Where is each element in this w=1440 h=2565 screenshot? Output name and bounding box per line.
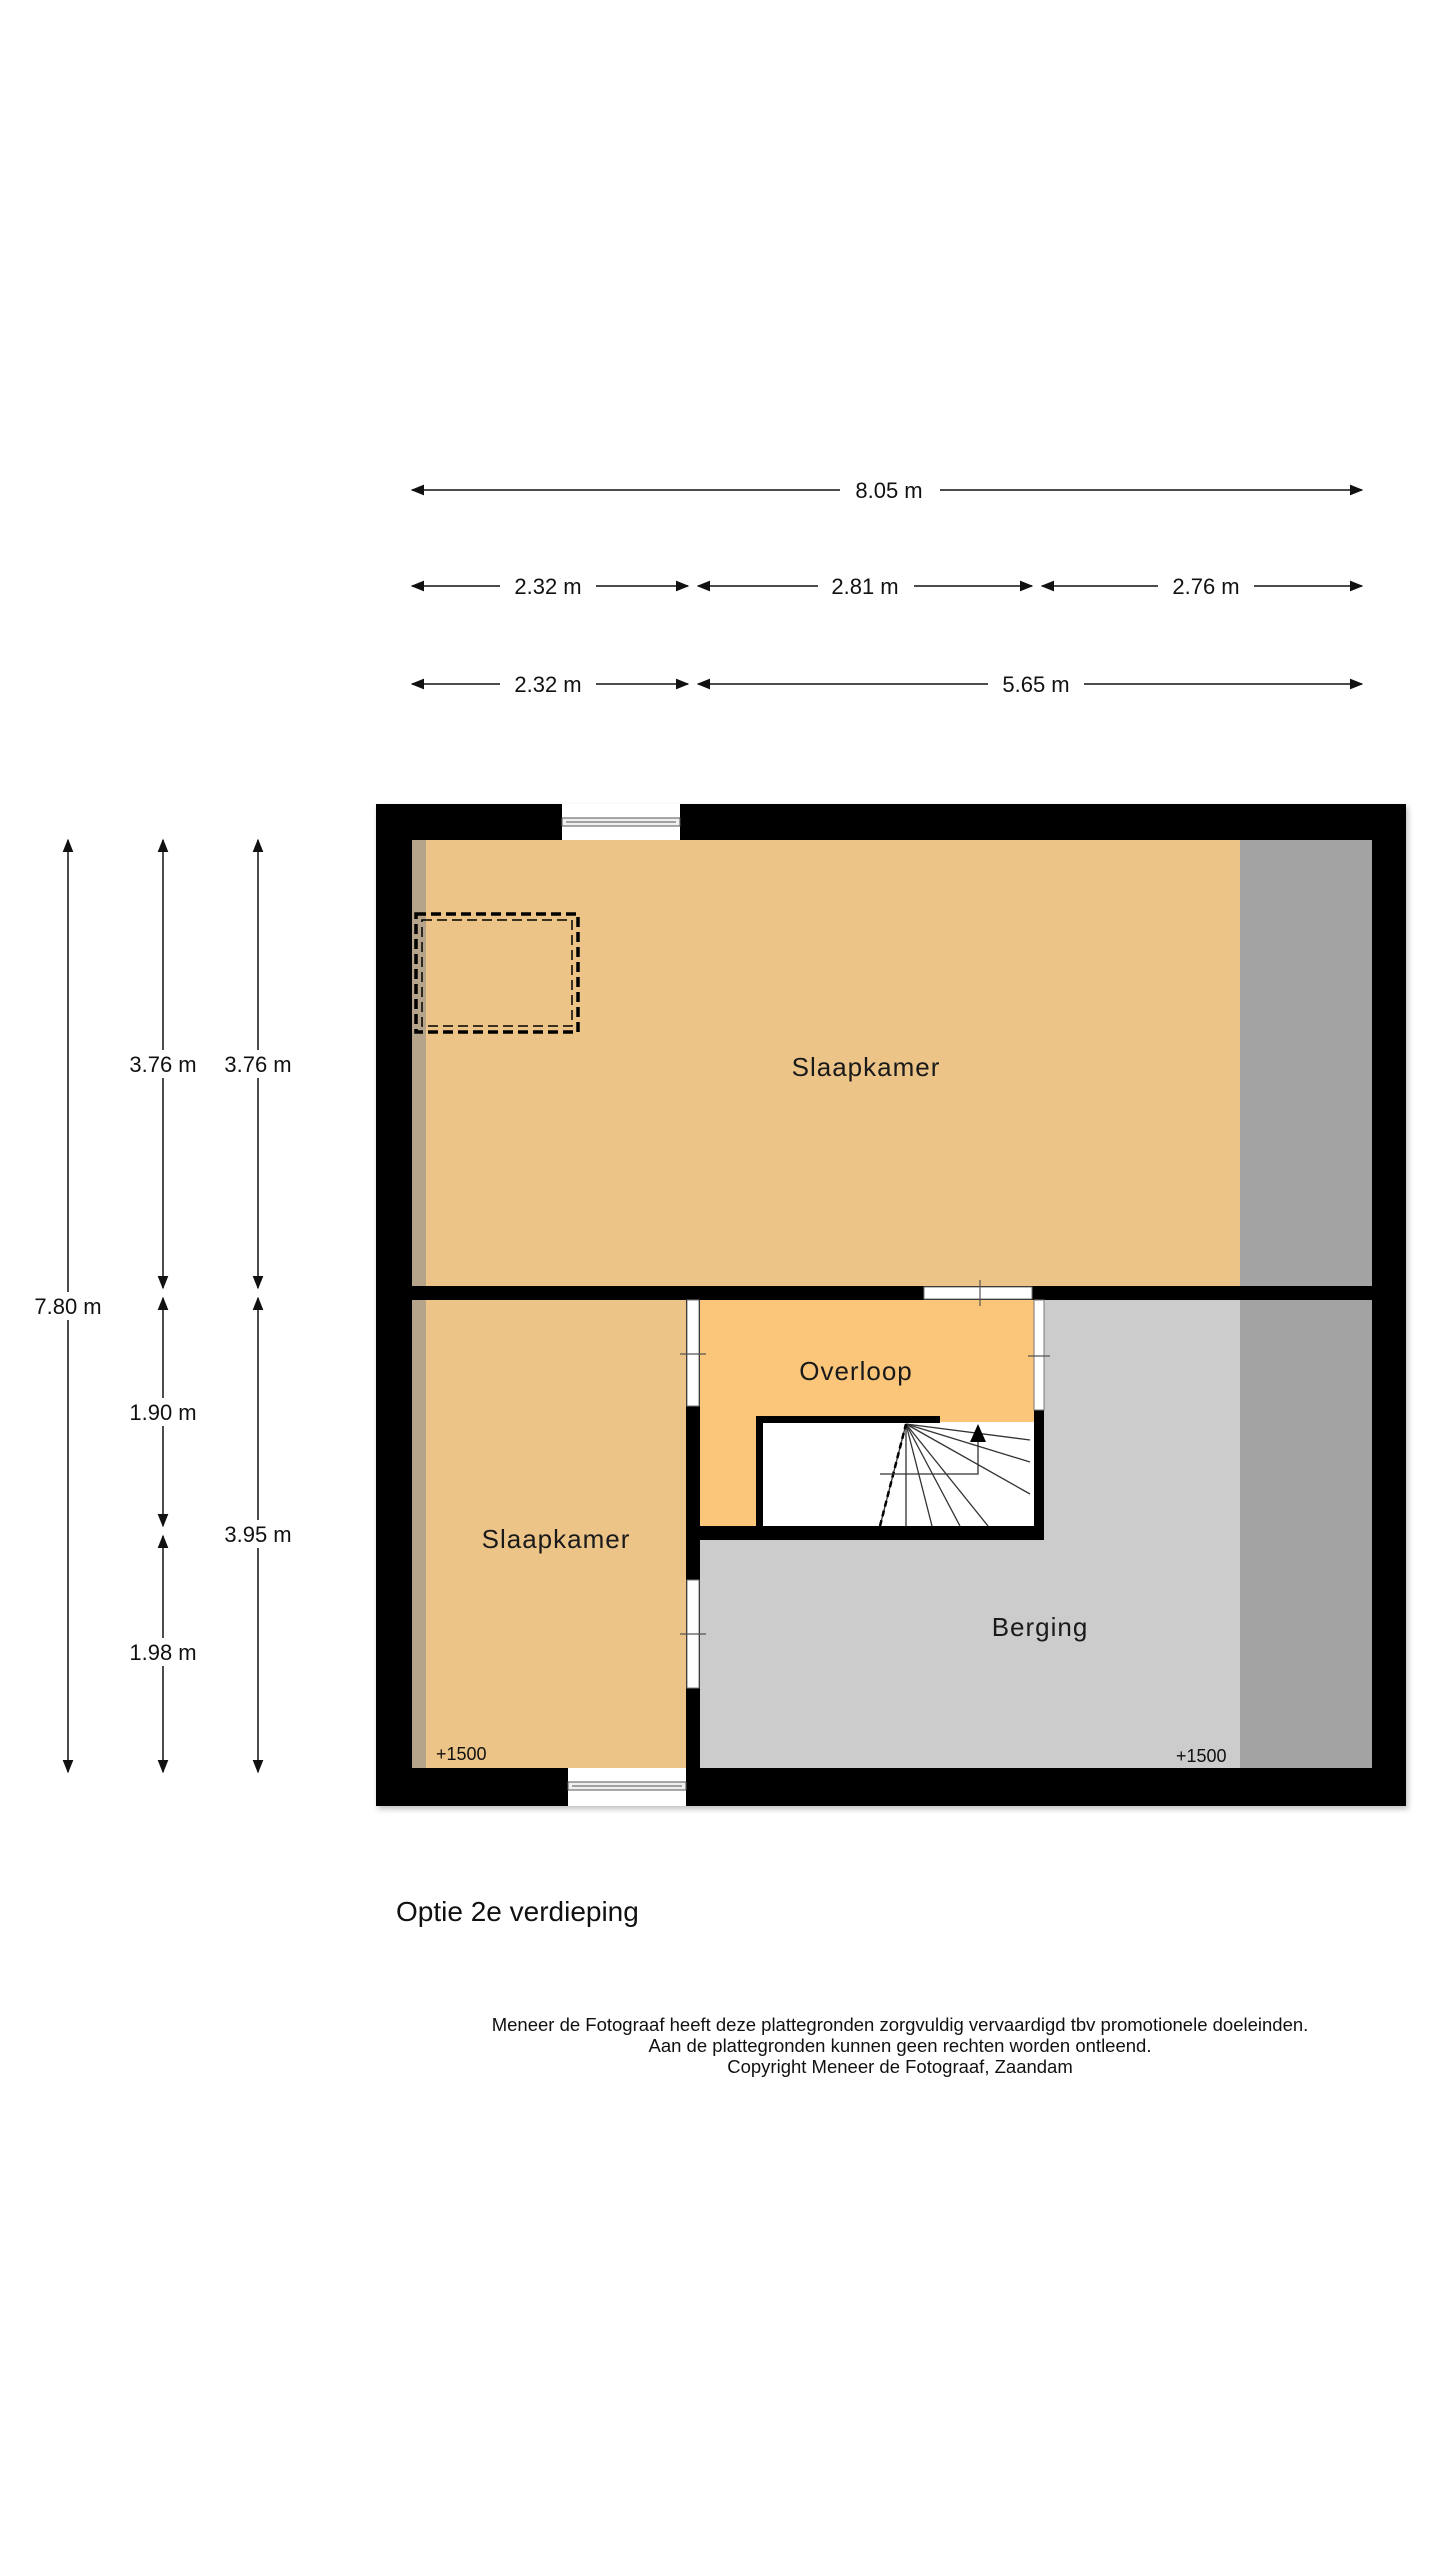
window-bottom xyxy=(567,1768,687,1806)
dim-row2-seg2: 5.65 m xyxy=(1002,672,1069,697)
label-overloop: Overloop xyxy=(799,1356,913,1386)
low-ceiling-zone-top xyxy=(1240,840,1372,1286)
disclaimer-line: Aan de plattegronden kunnen geen rechten… xyxy=(648,2035,1152,2056)
door-overloop-left xyxy=(680,1299,706,1407)
wall-overloop-berging xyxy=(700,1526,1044,1536)
disclaimer: Meneer de Fotograaf heeft deze plattegro… xyxy=(460,2014,1340,2077)
disclaimer-line: Meneer de Fotograaf heeft deze plattegro… xyxy=(491,2014,1309,2035)
dim-col-a2: 1.90 m xyxy=(129,1400,196,1425)
low-ceiling-strip-left-bottom xyxy=(412,1300,426,1768)
dim-row1-seg1: 2.32 m xyxy=(514,574,581,599)
dim-row2-seg1: 2.32 m xyxy=(514,672,581,697)
level-marker-slaapkamer: +1500 xyxy=(436,1744,487,1764)
low-ceiling-zone-bottom xyxy=(1240,1300,1372,1768)
stairwell-wall-left xyxy=(756,1416,763,1528)
staircase xyxy=(878,1423,1031,1527)
window-top xyxy=(561,804,681,840)
roof-hatch xyxy=(414,912,580,1034)
level-marker-berging: +1500 xyxy=(1176,1746,1227,1766)
floor-title: Optie 2e verdieping xyxy=(396,1896,639,1927)
stairwell-wall-right xyxy=(1034,1300,1044,1540)
label-slaapkamer-bottom: Slaapkamer xyxy=(482,1524,631,1554)
dim-col-b1: 3.76 m xyxy=(224,1052,291,1077)
door-overloop-top xyxy=(923,1280,1033,1306)
door-overloop-right xyxy=(1028,1299,1050,1411)
stairwell-wall-top xyxy=(756,1416,940,1423)
dim-col-a3: 1.98 m xyxy=(129,1640,196,1665)
disclaimer-line: Copyright Meneer de Fotograaf, Zaandam xyxy=(727,2056,1073,2077)
dim-row1-seg3: 2.76 m xyxy=(1172,574,1239,599)
low-ceiling-strip-left-top xyxy=(412,840,426,1286)
horizontal-dimensions: 8.05 m 2.32 m 2.81 m 2.76 m 2.32 m 5.65 … xyxy=(410,476,1364,698)
label-berging: Berging xyxy=(992,1612,1089,1642)
room-slaapkamer-bottom xyxy=(412,1300,686,1768)
interior-wall-horizontal xyxy=(412,1286,1372,1300)
room-berging xyxy=(700,1300,1372,1768)
label-slaapkamer-top: Slaapkamer xyxy=(792,1052,941,1082)
dim-col-a1: 3.76 m xyxy=(129,1052,196,1077)
dim-total-width: 8.05 m xyxy=(855,478,922,503)
dim-row1-seg2: 2.81 m xyxy=(831,574,898,599)
dim-col-b2: 3.95 m xyxy=(224,1522,291,1547)
vertical-dimensions: 7.80 m 3.76 m 1.90 m 1.98 m 3.76 m 3.95 … xyxy=(28,838,298,1774)
door-slaapkamer-berging xyxy=(680,1579,706,1689)
dim-total-depth: 7.80 m xyxy=(34,1294,101,1319)
